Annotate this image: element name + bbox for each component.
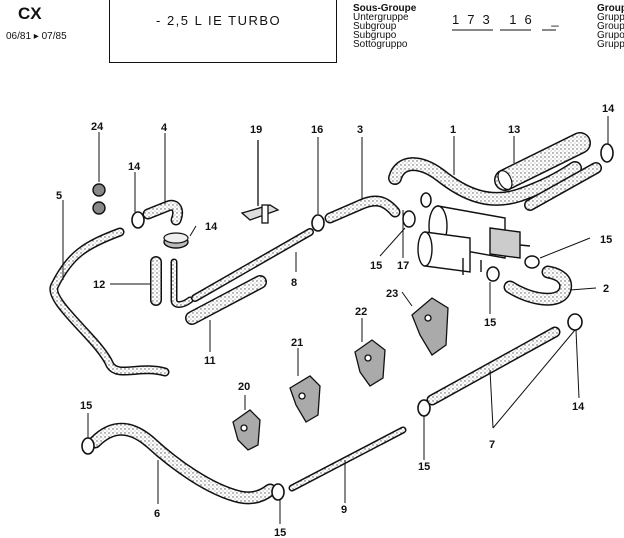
bracket-19 <box>240 140 280 224</box>
callout-23: 23 <box>386 288 398 300</box>
callout-14-lower-right: 14 <box>572 401 585 413</box>
callout-24: 24 <box>91 121 104 133</box>
bracket-22 <box>354 339 386 387</box>
callout-15-right: 15 <box>600 234 612 246</box>
hose-13 <box>494 132 591 191</box>
hose-3 <box>324 195 401 224</box>
hose-2 <box>503 265 573 306</box>
subgroup-label-en: Subgroup <box>353 21 397 32</box>
group-label-en: Group <box>597 21 624 32</box>
callout-21: 21 <box>291 337 303 349</box>
callout-4: 4 <box>161 122 168 134</box>
callout-15-bottom: 15 <box>274 527 286 538</box>
clamp-15-e <box>81 437 95 455</box>
bracket-20 <box>232 409 261 451</box>
callout-7: 7 <box>489 439 495 451</box>
callout-14-left: 14 <box>128 161 141 173</box>
callout-15-filter-bottom: 15 <box>484 317 496 329</box>
callout-19: 19 <box>250 124 262 136</box>
group-label-es: Grupo <box>597 30 624 41</box>
clamp-15-near-filter <box>402 192 540 282</box>
callout-5: 5 <box>56 190 62 202</box>
callout-8: 8 <box>291 277 297 289</box>
callout-6: 6 <box>154 508 160 520</box>
subgroup-label-es: Subgrupo <box>353 30 397 41</box>
clamp-14-d <box>600 143 614 163</box>
hose-6 <box>88 422 277 505</box>
subgroup-label-de: Untergruppe <box>353 12 409 23</box>
hose-11 <box>185 275 267 325</box>
callout-14-top-right: 14 <box>602 103 615 115</box>
production-dates: 06/81 ▸ 07/85 <box>6 31 67 42</box>
callout-16: 16 <box>311 124 323 136</box>
hose-12 <box>150 256 194 308</box>
callout-9: 9 <box>341 504 347 516</box>
hose-13-lower <box>524 162 602 211</box>
tube-9 <box>288 426 407 492</box>
group-label-it: Grupp <box>597 39 624 50</box>
clamp-16 <box>311 214 325 232</box>
engine-title-box <box>109 0 337 63</box>
callout-15-lower-middle: 15 <box>418 461 430 473</box>
engine-designation: - 2,5 L IE TURBO <box>156 13 282 28</box>
callout-20: 20 <box>238 381 250 393</box>
bracket-21 <box>289 375 321 423</box>
callout-22: 22 <box>355 306 367 318</box>
callout-1: 1 <box>450 124 456 136</box>
clip-24 <box>92 183 106 215</box>
vehicle-model: CX <box>18 4 42 23</box>
clamp-15-f <box>271 483 285 501</box>
bracket-23 <box>411 297 449 356</box>
clamp-14-b <box>163 232 189 249</box>
hose-5 <box>49 227 170 377</box>
tube-8 <box>191 228 314 302</box>
callout-3: 3 <box>357 124 363 136</box>
hose-7 <box>426 326 561 406</box>
group-label-fr: Group <box>597 3 624 14</box>
subgroup-label-fr: Sous-Groupe <box>353 3 417 14</box>
callout-13: 13 <box>508 124 520 136</box>
clamp-15-d <box>417 399 431 417</box>
group-label-de: Grupp <box>597 12 624 23</box>
callout-15-filter-left: 15 <box>370 260 382 272</box>
callout-15-left: 15 <box>80 400 92 412</box>
fuel-filter-assembly <box>417 205 531 275</box>
hose-4 <box>142 199 184 226</box>
callout-14-middle: 14 <box>205 221 218 233</box>
callout-11: 11 <box>204 355 216 367</box>
callout-12: 12 <box>93 279 105 291</box>
hose-1 <box>388 157 582 206</box>
clamp-14-a <box>131 211 145 229</box>
clamp-14-c <box>567 313 583 331</box>
subgroup-number: 173 16 _ <box>452 12 567 27</box>
callout-2: 2 <box>603 283 609 295</box>
leader-lines <box>62 116 609 524</box>
subgroup-label-it: Sottogruppo <box>353 39 408 50</box>
callout-17: 17 <box>397 260 409 272</box>
